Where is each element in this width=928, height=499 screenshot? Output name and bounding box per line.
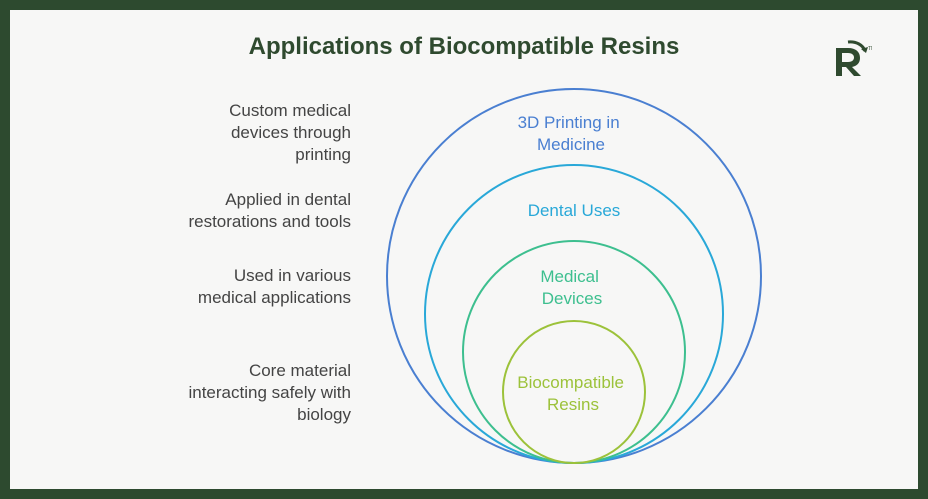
- ring-label-line: Medicine: [537, 135, 605, 154]
- ring-label-line: Biocompatible: [517, 373, 624, 392]
- description-3d-printing: Custom medical devices through printing: [91, 100, 351, 166]
- description-line: Applied in dental: [225, 190, 351, 209]
- description-line: printing: [295, 145, 351, 164]
- description-line: interacting safely with: [188, 383, 351, 402]
- description-line: medical applications: [197, 288, 351, 307]
- description-line: restorations and tools: [188, 212, 351, 231]
- ring-label-line: Dental Uses: [528, 201, 621, 220]
- page-title: Applications of Biocompatible Resins: [248, 33, 680, 60]
- ring-label-dental-uses: Dental Uses: [528, 201, 621, 220]
- description-dental: Applied in dental restorations and tools: [91, 189, 351, 233]
- description-line: Core material: [248, 361, 351, 380]
- description-line: Custom medical: [229, 101, 351, 120]
- description-biocompatible: Core material interacting safely with bi…: [91, 360, 351, 426]
- diagram-frame: [10, 10, 918, 489]
- description-line: biology: [297, 405, 351, 424]
- ring-label-line: Medical: [540, 267, 599, 286]
- ring-label-medical-devices: Medical Devices: [540, 267, 603, 308]
- svg-text:TM: TM: [868, 46, 872, 52]
- description-line: Used in various: [233, 266, 351, 285]
- ring-label-biocompatible-resins: Biocompatible Resins: [517, 373, 629, 414]
- description-line: devices through: [230, 123, 351, 142]
- description-medical: Used in various medical applications: [91, 265, 351, 309]
- ring-label-line: Devices: [542, 289, 602, 308]
- r-arrow-logo-icon: TM: [836, 40, 872, 76]
- ring-label-line: 3D Printing in: [518, 113, 620, 132]
- ring-label-3d-printing: 3D Printing in Medicine: [518, 113, 625, 154]
- ring-label-line: Resins: [547, 395, 599, 414]
- ring-biocompatible-resins: [502, 320, 646, 464]
